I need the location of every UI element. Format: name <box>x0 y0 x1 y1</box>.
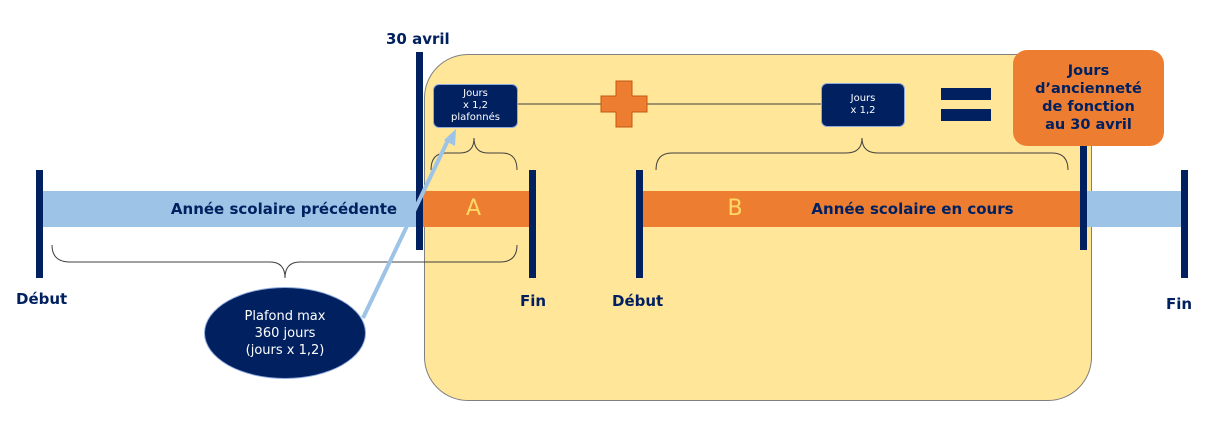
brace-segment-a <box>430 137 518 171</box>
start-marker-right <box>636 170 643 278</box>
box-days-capped: Jours x 1,2 plafonnés <box>433 84 518 128</box>
next-segment-bar <box>1085 191 1182 227</box>
current-end-marker <box>1080 140 1087 250</box>
end-marker-right <box>1181 170 1188 278</box>
cap-callout: Plafond max 360 jours (jours x 1,2) <box>204 287 366 379</box>
end-marker-left <box>529 170 536 278</box>
equals-icon-top <box>941 88 991 100</box>
current-year-label: Année scolaire en cours <box>811 200 1014 218</box>
segment-a-bar <box>418 191 529 227</box>
start-label-right: Début <box>612 292 664 310</box>
box-days: Jours x 1,2 <box>821 83 905 127</box>
previous-year-label: Année scolaire précédente <box>170 200 398 218</box>
plus-icon <box>600 80 648 128</box>
result-box: Jours d’ancienneté de fonction au 30 avr… <box>1013 50 1164 146</box>
previous-year-bar <box>42 191 418 227</box>
equals-icon-bottom <box>941 109 991 121</box>
date-label: 30 avril <box>386 30 450 48</box>
start-label-left: Début <box>16 290 68 308</box>
segment-b-letter: B <box>727 196 743 221</box>
brace-segment-b <box>655 137 1069 171</box>
current-year-bar <box>643 191 1083 227</box>
brace-previous-year <box>51 244 518 279</box>
callout-arrow <box>361 137 451 319</box>
start-marker-left <box>36 170 43 278</box>
end-label-left: Fin <box>520 292 547 310</box>
date-marker <box>416 52 423 250</box>
segment-a-letter: A <box>465 196 482 221</box>
end-label-right: Fin <box>1166 295 1193 313</box>
callout-arrowhead <box>444 129 456 146</box>
